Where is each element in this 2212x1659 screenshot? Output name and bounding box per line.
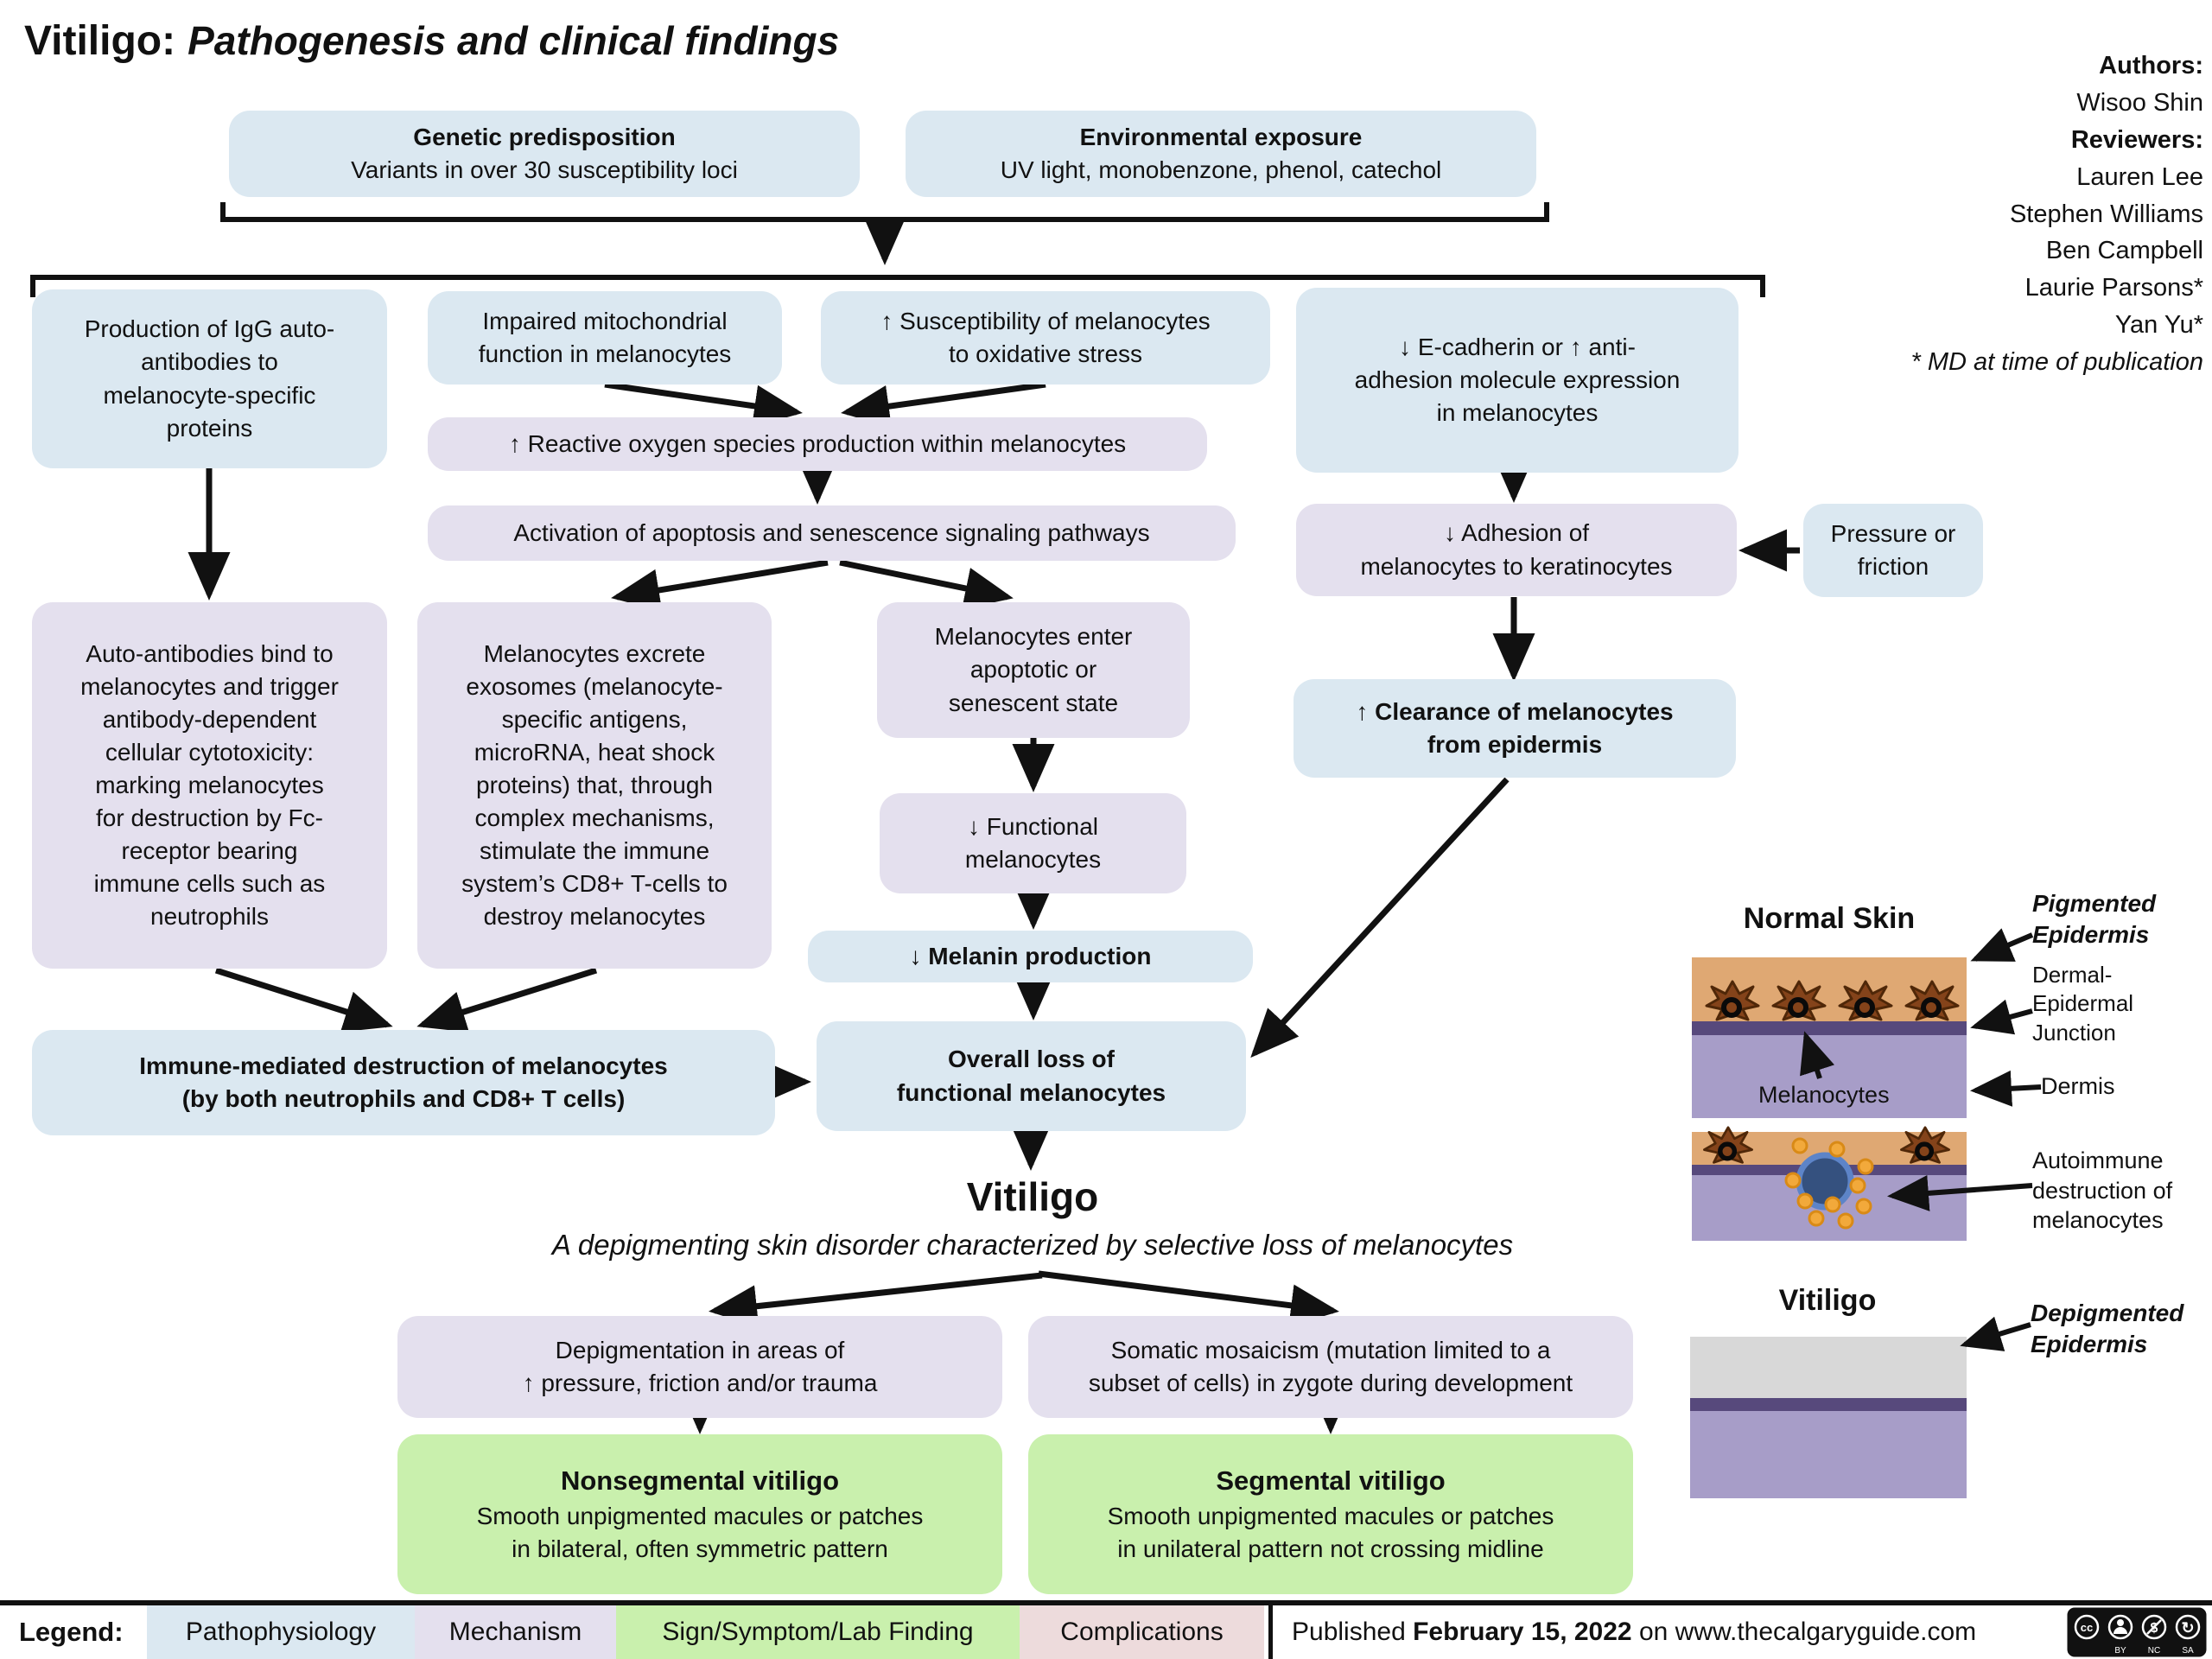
dermis-layer: [1692, 1175, 1967, 1241]
svg-text:SA: SA: [2182, 1646, 2194, 1656]
published-date: February 15, 2022: [1413, 1618, 1632, 1646]
by-person-icon: [2117, 1619, 2124, 1626]
normal-skin-title: Normal Skin: [1743, 902, 1916, 935]
md-note: * MD at time of publication: [1910, 348, 2203, 377]
box-somatic-mosaicism: Somatic mosaicism (mutation limited to a…: [1028, 1316, 1633, 1418]
page-title-subject: Pathogenesis and clinical findings: [188, 18, 840, 63]
dermal-epidermal-junction-layer: [1692, 1165, 1967, 1175]
vitiligo-heading: Vitiligo: [966, 1174, 1099, 1219]
svg-text:NC: NC: [2148, 1646, 2160, 1656]
depigmented-epidermis-layer: [1690, 1337, 1967, 1398]
box-env-sub: UV light, monobenzone, phenol, catechol: [1000, 156, 1442, 183]
box-apoptotic-senescent-state: Melanocytes enter apoptotic or senescent…: [877, 602, 1190, 738]
sa-icon: ↻: [2181, 1619, 2194, 1637]
autoimmune-skin-diagram: [1692, 1132, 1967, 1241]
page-title: Vitiligo: Pathogenesis and clinical findi…: [24, 17, 839, 65]
legend-divider: [1268, 1605, 1273, 1659]
box-immune-mediated-destruction: Immune-mediated destruction of melanocyt…: [32, 1030, 775, 1135]
legend-item-pathophysiology: Pathophysiology: [147, 1605, 415, 1659]
segmental-title: Segmental vitiligo: [1216, 1465, 1446, 1497]
box-genetic-predisposition: Genetic predisposition Variants in over …: [229, 111, 860, 197]
legend-bar: Legend: Pathophysiology Mechanism Sign/S…: [0, 1600, 2212, 1659]
reviewers-label: Reviewers:: [2070, 125, 2203, 154]
authors-names: Wisoo Shin: [2076, 88, 2203, 117]
box-adhesion-keratinocytes: ↓ Adhesion of melanocytes to keratinocyt…: [1296, 504, 1737, 596]
published-line: Published February 15, 2022 on www.theca…: [1292, 1605, 1976, 1659]
dermal-epidermal-junction-layer: [1692, 1021, 1967, 1035]
svg-text:BY: BY: [2114, 1646, 2126, 1656]
vitiligo-definition: A depigmenting skin disorder characteriz…: [551, 1229, 1514, 1261]
box-igg-autoantibodies: Production of IgG auto- antibodies to me…: [32, 289, 387, 468]
box-impaired-mitochondria: Impaired mitochondrial function in melan…: [428, 291, 782, 385]
vitiligo-skin-diagram: [1690, 1337, 1967, 1498]
box-susceptibility-oxidative-stress: ↑ Susceptibility of melanocytes to oxida…: [821, 291, 1270, 385]
box-functional-melanocytes: ↓ Functional melanocytes: [880, 793, 1186, 893]
epidermis-layer: [1692, 1132, 1967, 1165]
reviewers-names: Lauren Lee Stephen Williams Ben Campbell…: [2009, 162, 2203, 340]
cc-icon: cc: [2081, 1621, 2093, 1634]
epidermis-layer: [1692, 957, 1967, 1021]
box-overall-loss: Overall loss of functional melanocytes: [817, 1021, 1246, 1131]
nonsegmental-title: Nonsegmental vitiligo: [560, 1465, 840, 1497]
pigmented-epidermis-label: Pigmented Epidermis: [2032, 890, 2157, 948]
authors-label: Authors:: [2099, 51, 2203, 79]
box-env-title: Environmental exposure: [1079, 123, 1363, 150]
legend-item-sign-symptom: Sign/Symptom/Lab Finding: [616, 1605, 1020, 1659]
credits-block: Authors: Wisoo Shin Reviewers: Lauren Le…: [1911, 10, 2203, 381]
legend-label: Legend:: [19, 1617, 124, 1647]
box-apoptosis-senescence-signaling: Activation of apoptosis and senescence s…: [428, 505, 1236, 561]
box-environmental-exposure: Environmental exposure UV light, monoben…: [906, 111, 1536, 197]
dej-label: Dermal- Epidermal Junction: [2032, 962, 2134, 1046]
box-depigmentation-pressure: Depigmentation in areas of ↑ pressure, f…: [397, 1316, 1002, 1418]
segmental-body: Smooth unpigmented macules or patches in…: [1107, 1502, 1554, 1562]
autoimmune-label: Autoimmune destruction of melanocytes: [2032, 1147, 2173, 1234]
box-ecadherin: ↓ E-cadherin or ↑ anti- adhesion molecul…: [1296, 288, 1738, 473]
vitiligo-skin-title: Vitiligo: [1778, 1284, 1877, 1317]
cc-license-badge: cc $ ↻ BY NC SA: [2067, 1607, 2207, 1657]
depigmented-epidermis-label: Depigmented Epidermis: [2031, 1300, 2184, 1357]
dermis-layer: [1690, 1411, 1967, 1498]
box-genetic-title: Genetic predisposition: [413, 123, 676, 150]
melanocytes-label: Melanocytes: [1758, 1082, 1890, 1108]
box-melanin-production: ↓ Melanin production: [808, 931, 1253, 982]
box-segmental-vitiligo: Segmental vitiligo Smooth unpigmented ma…: [1028, 1434, 1633, 1594]
bracket-lines: [30, 202, 1765, 297]
page-title-prefix: Vitiligo:: [24, 18, 176, 64]
box-pressure-friction: Pressure or friction: [1803, 504, 1983, 597]
dermal-epidermal-junction-layer: [1690, 1398, 1967, 1411]
box-autoantibodies-bind: Auto-antibodies bind to melanocytes and …: [32, 602, 387, 969]
box-clearance-melanocytes: ↑ Clearance of melanocytes from epidermi…: [1294, 679, 1736, 778]
published-site: on www.thecalgaryguide.com: [1631, 1618, 1977, 1646]
nonsegmental-body: Smooth unpigmented macules or patches in…: [476, 1502, 924, 1562]
box-reactive-oxygen-species: ↑ Reactive oxygen species production wit…: [428, 417, 1207, 471]
legend-item-mechanism: Mechanism: [415, 1605, 616, 1659]
box-genetic-sub: Variants in over 30 susceptibility loci: [351, 156, 738, 183]
box-nonsegmental-vitiligo: Nonsegmental vitiligo Smooth unpigmented…: [397, 1434, 1002, 1594]
legend-item-complications: Complications: [1020, 1605, 1264, 1659]
published-prefix: Published: [1292, 1618, 1414, 1646]
box-melanocyte-exosomes: Melanocytes excrete exosomes (melanocyte…: [417, 602, 772, 969]
dermis-label: Dermis: [2041, 1073, 2115, 1099]
